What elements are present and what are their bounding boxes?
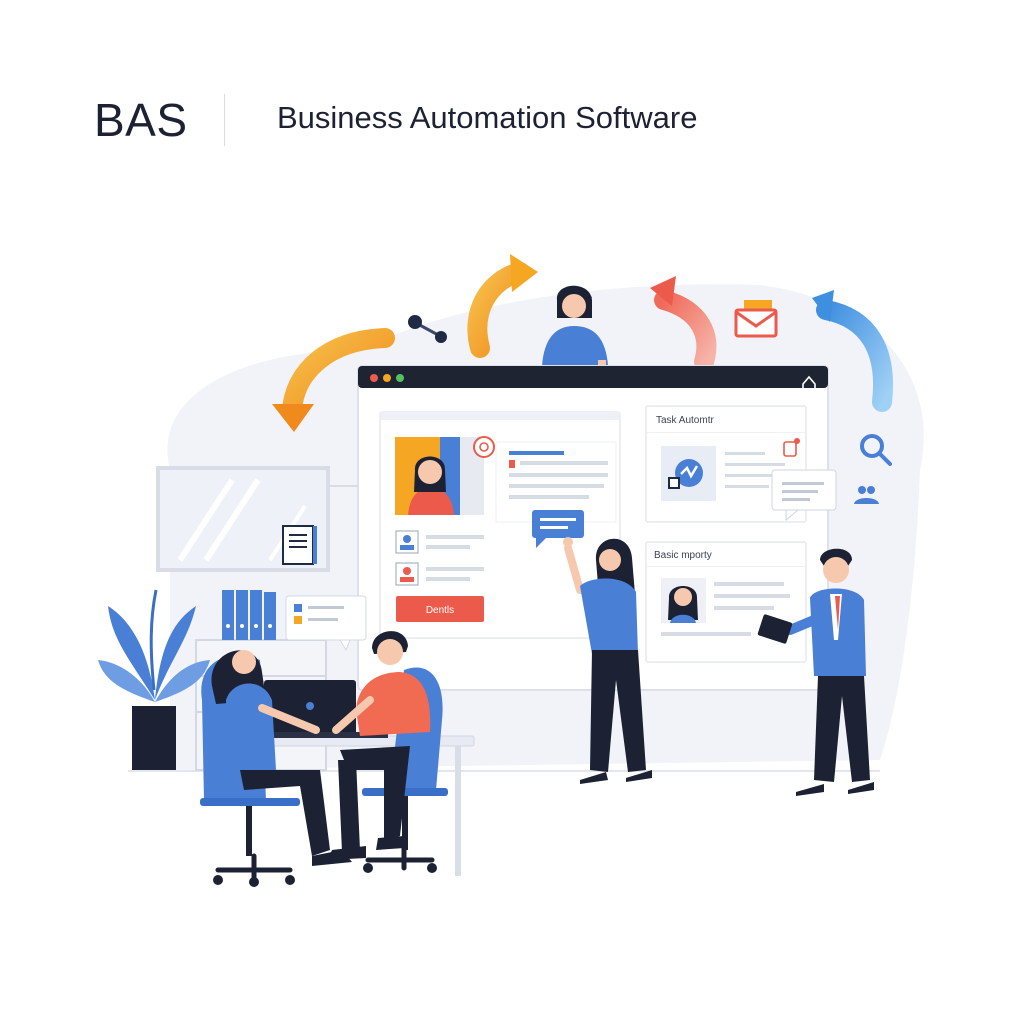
chat-bubble-icon [532,510,584,548]
user-icon [395,530,419,554]
user-icon [395,562,419,586]
window-minimize-dot[interactable] [383,374,391,382]
tablet [757,614,793,644]
header-divider [224,94,225,146]
document-icon [282,525,317,565]
basic-report-card[interactable]: Basic mporty [645,541,807,663]
person-woman-seated [200,650,352,887]
at-sign-icon[interactable] [473,436,495,458]
task-automation-card[interactable]: Task Automtr [645,405,807,523]
profile-panel: Dentls [379,411,621,639]
header: BAS Business Automation Software [0,0,1024,180]
details-button[interactable]: Dentls [396,596,484,622]
blue-curved-arrow [812,290,893,412]
page-title: Business Automation Software [277,100,698,135]
envelope-icon [734,300,778,338]
task-card-title: Task Automtr [656,415,714,426]
plant [98,589,210,770]
network-nodes-icon [408,315,447,343]
orange-curved-arrow-up [467,254,538,358]
report-card-title: Basic mporty [654,550,712,561]
message-bubble [771,469,837,522]
red-curved-arrow [650,276,717,372]
house-icon[interactable] [802,375,816,391]
person-woman-standing [563,537,652,784]
wall-window [156,466,358,572]
brand-logo: BAS [94,94,188,146]
users-icon [854,486,879,504]
search-gear-icon [860,434,892,466]
binders [222,590,276,640]
window-close-dot[interactable] [370,374,378,382]
person-man-seated [328,631,448,873]
orange-curved-arrow-left [272,328,395,432]
sticky-note-bubble [285,595,367,652]
window-maximize-dot[interactable] [396,374,404,382]
person-man-standing [757,548,874,796]
details-button-label: Dentls [426,605,454,616]
floor-line [128,770,880,772]
